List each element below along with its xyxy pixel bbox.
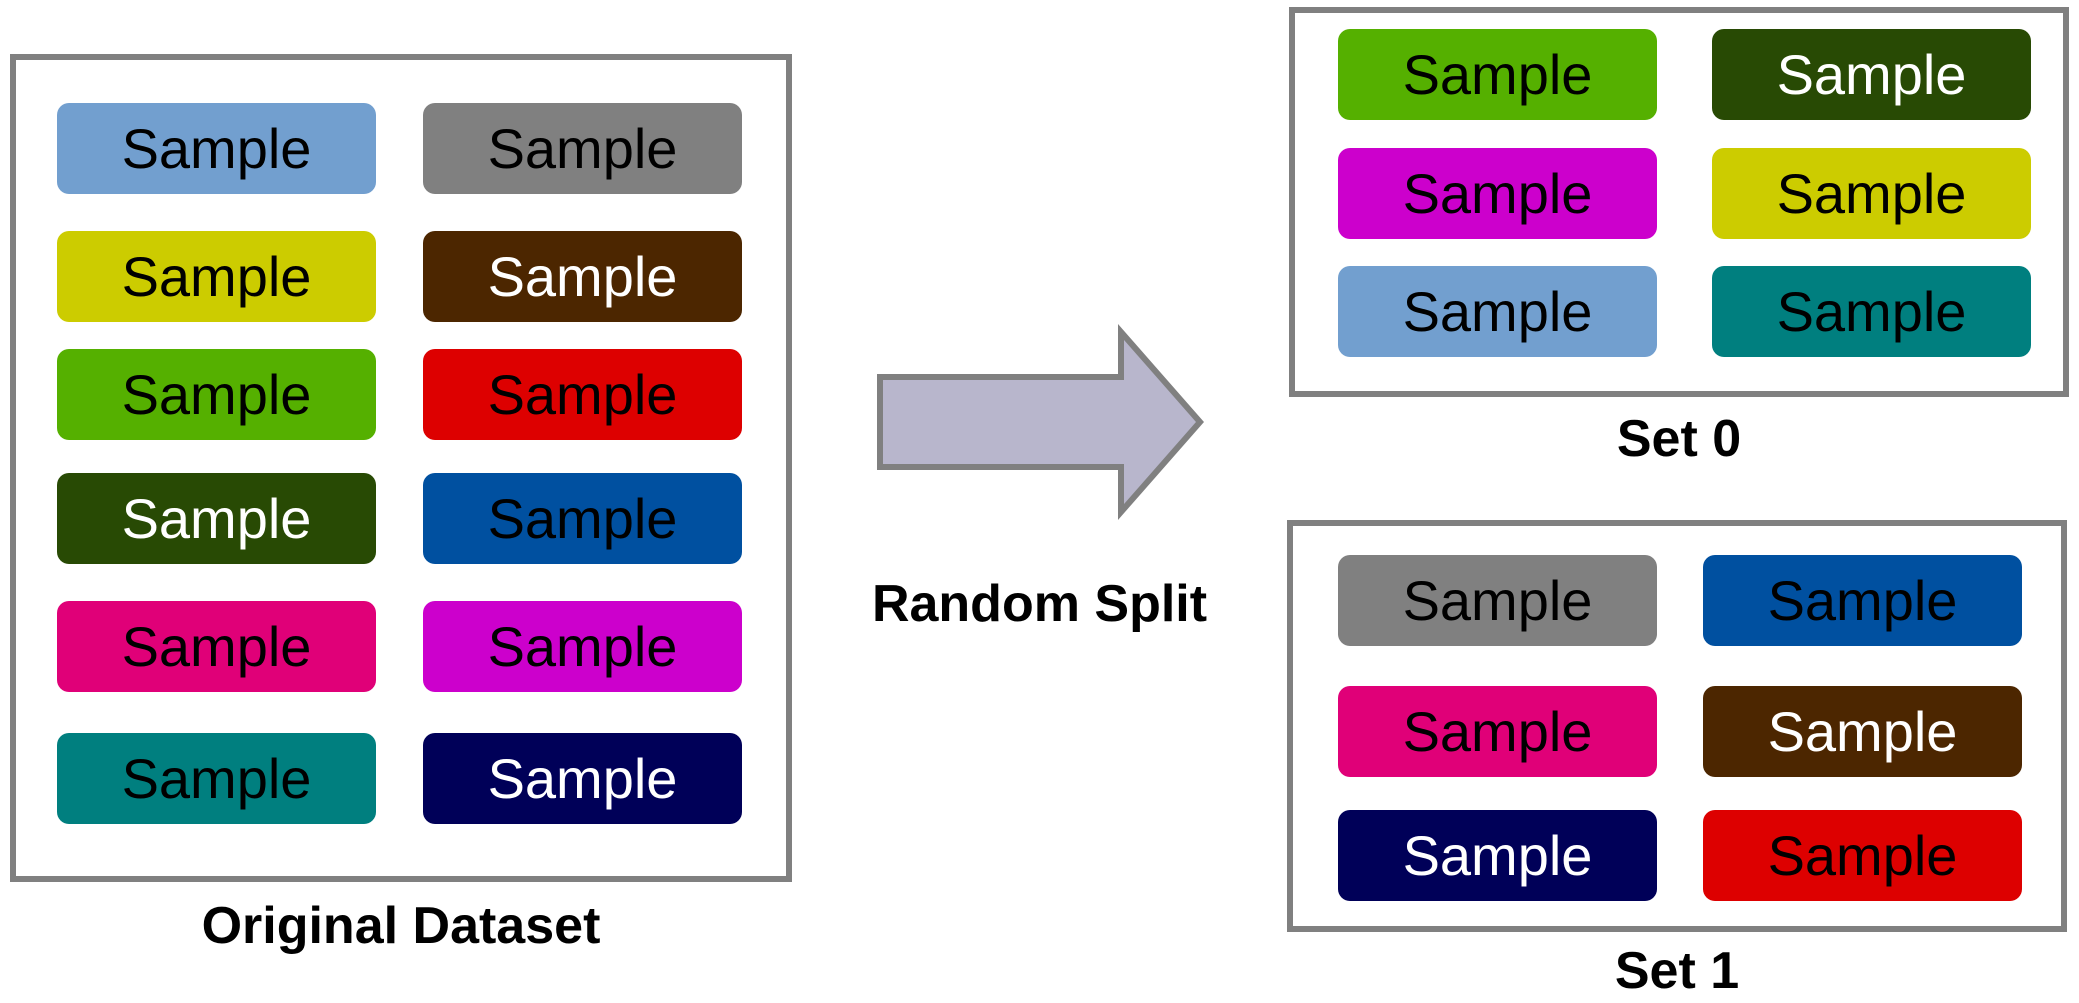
original-sample-5: Sample [57, 349, 376, 440]
set-1-sample-1: Sample [1338, 555, 1657, 646]
original-dataset-caption: Original Dataset [201, 897, 601, 955]
original-sample-10: Sample [423, 601, 742, 692]
original-sample-9: Sample [57, 601, 376, 692]
original-sample-8: Sample [423, 473, 742, 564]
random-split-label: Random Split [871, 575, 1208, 633]
set-0-caption: Set 0 [1616, 410, 1742, 468]
set-1-sample-2: Sample [1703, 555, 2022, 646]
original-sample-1: Sample [57, 103, 376, 194]
set-0-sample-5: Sample [1338, 266, 1657, 357]
arrow-shape [877, 324, 1204, 520]
set-0-sample-4: Sample [1712, 148, 2031, 239]
set-1-sample-6: Sample [1703, 810, 2022, 901]
set-0-sample-2: Sample [1712, 29, 2031, 120]
set-0-sample-1: Sample [1338, 29, 1657, 120]
set-0-sample-6: Sample [1712, 266, 2031, 357]
original-sample-3: Sample [57, 231, 376, 322]
set-1-sample-5: Sample [1338, 810, 1657, 901]
set-1-sample-4: Sample [1703, 686, 2022, 777]
original-sample-7: Sample [57, 473, 376, 564]
set-0-sample-3: Sample [1338, 148, 1657, 239]
original-sample-6: Sample [423, 349, 742, 440]
original-sample-12: Sample [423, 733, 742, 824]
original-sample-2: Sample [423, 103, 742, 194]
set-1-caption: Set 1 [1614, 942, 1740, 1000]
set-1-sample-3: Sample [1338, 686, 1657, 777]
original-sample-11: Sample [57, 733, 376, 824]
original-sample-4: Sample [423, 231, 742, 322]
